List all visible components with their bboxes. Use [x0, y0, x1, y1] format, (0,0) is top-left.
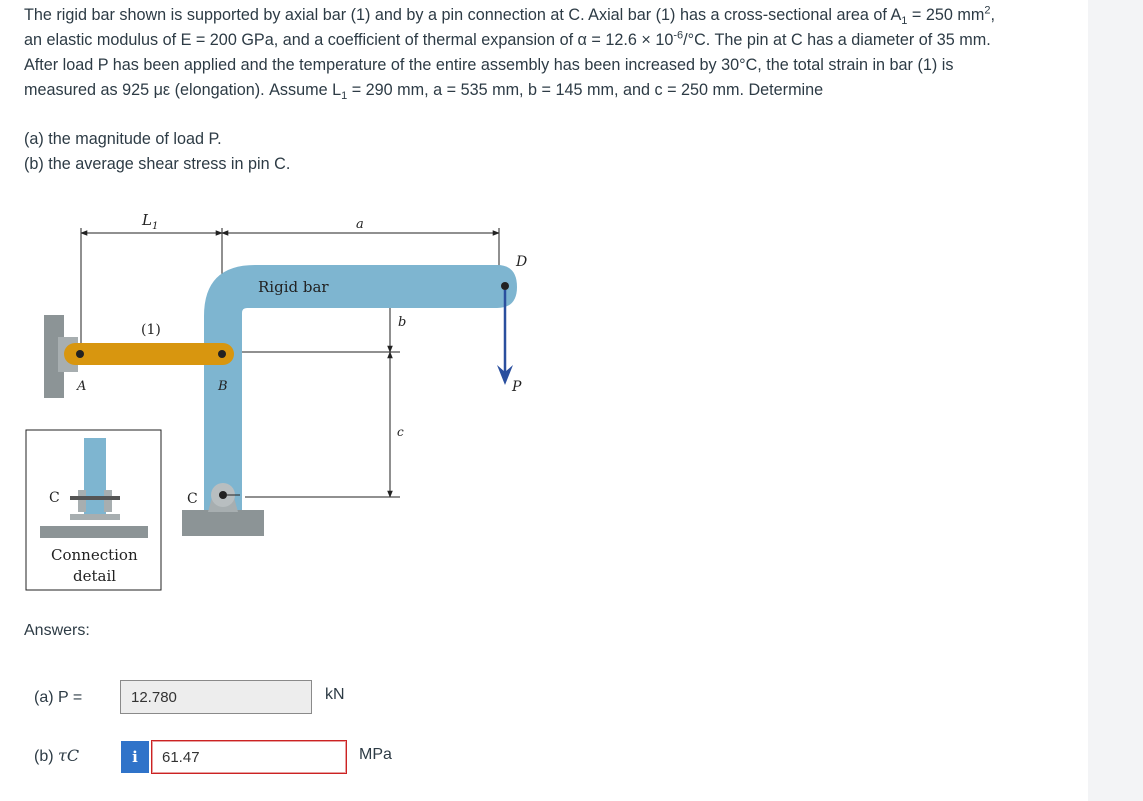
label-a-dim: a [356, 217, 364, 232]
structure-figure: L1 a D Rigid bar (1) b A B P c C C Conne… [25, 211, 527, 591]
label-b-dim: b [398, 315, 406, 330]
answers-heading: Answers: [24, 622, 90, 639]
answer-row-a: (a) P = [34, 680, 120, 716]
info-icon[interactable]: i [121, 741, 149, 773]
answer-a-field[interactable]: 12.780 [120, 680, 312, 714]
label-c-dim: c [397, 425, 404, 439]
pin-b [218, 350, 226, 358]
answer-a-unit: kN [325, 686, 345, 703]
label-rigid-bar: Rigid bar [258, 278, 329, 296]
part-a-question: (a) the magnitude of load P. [24, 130, 222, 148]
problem-line-1: The rigid bar shown is supported by axia… [24, 4, 995, 28]
problem-line-4: measured as 925 με (elongation). Assume … [24, 81, 824, 103]
label-c-detail: C [49, 490, 60, 506]
answer-a-label: (a) P = [34, 689, 83, 706]
wall-support [44, 315, 64, 398]
answer-b-unit: MPa [359, 746, 392, 763]
answer-row-b: (b) τC [34, 738, 120, 774]
pin-c [219, 491, 227, 499]
label-l1: L1 [141, 211, 158, 232]
label-c-support: C [187, 491, 198, 507]
load-arrowhead [497, 365, 513, 385]
label-a-pin: A [76, 379, 86, 394]
pin-d [501, 282, 509, 290]
problem-line-3: After load P has been applied and the te… [24, 56, 954, 74]
answer-b-label: (b) τC [34, 746, 80, 765]
label-connection: Connection [51, 546, 138, 564]
right-margin-strip [1088, 0, 1143, 801]
label-b-pin: B [217, 379, 228, 394]
problem-line-2: an elastic modulus of E = 200 GPa, and a… [24, 29, 991, 49]
label-bar-1: (1) [141, 322, 161, 338]
axial-bar-1 [64, 343, 234, 365]
label-d: D [515, 254, 527, 270]
base-c [182, 510, 264, 536]
label-detail: detail [73, 567, 116, 585]
rigid-bar [204, 265, 517, 510]
part-b-question: (b) the average shear stress in pin C. [24, 155, 291, 173]
answer-b-field[interactable]: 61.47 [151, 740, 347, 774]
label-p: P [511, 379, 522, 395]
question-parts: (a) the magnitude of load P. (b) the ave… [24, 127, 290, 177]
problem-statement: The rigid bar shown is supported by axia… [24, 3, 1084, 103]
pin-a [76, 350, 84, 358]
detail-bar [84, 438, 106, 518]
